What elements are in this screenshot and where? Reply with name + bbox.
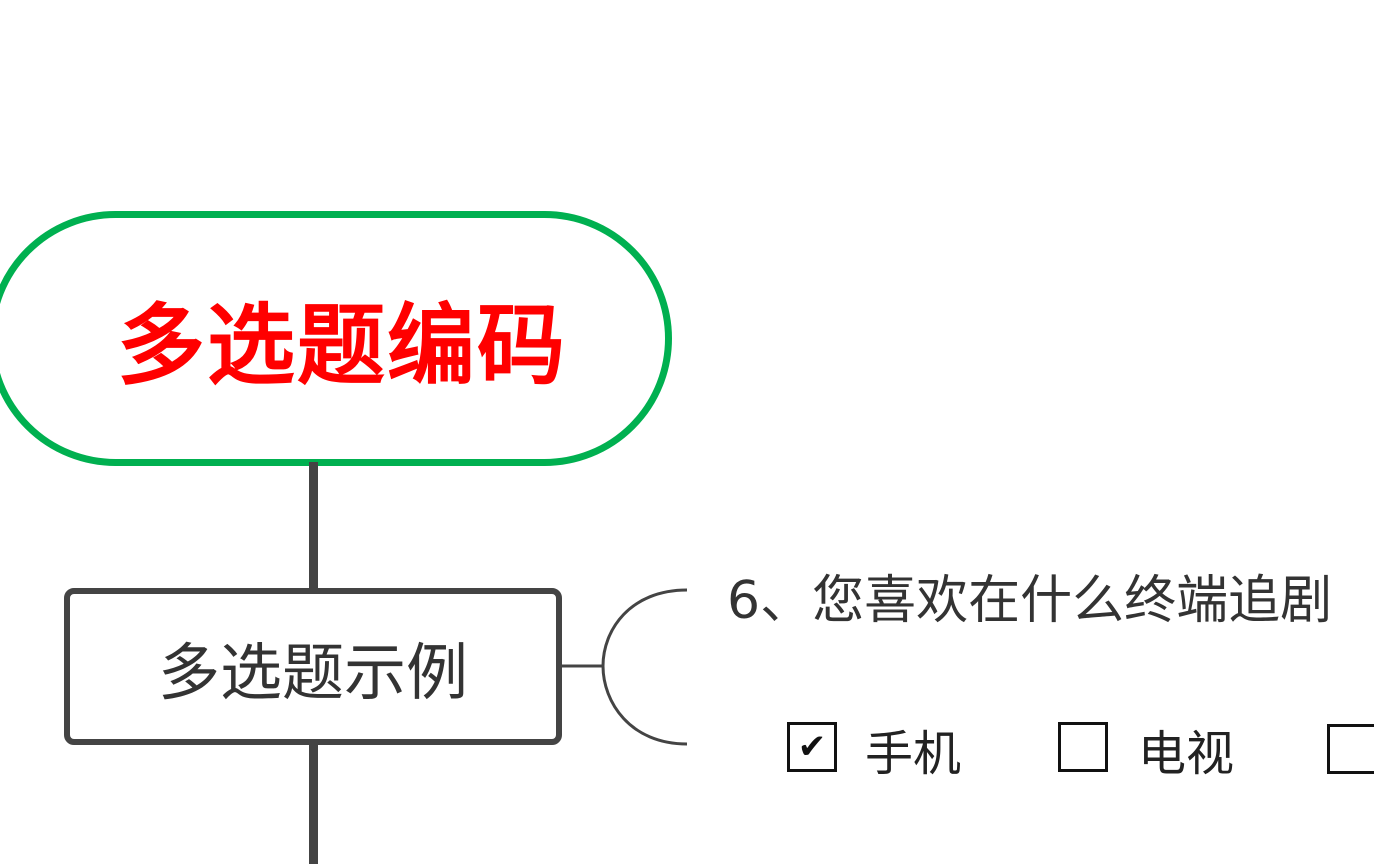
checkbox-option-1[interactable]: ✔	[787, 722, 837, 772]
root-node[interactable]: 多选题编码	[0, 211, 672, 466]
connector-line	[309, 462, 318, 590]
child-node[interactable]: 多选题示例	[64, 588, 562, 745]
option-label-1: 手机	[865, 726, 962, 782]
check-icon: ✔	[797, 727, 827, 767]
question-text: 6、您喜欢在什么终端追剧	[727, 571, 1333, 631]
connector-line-down	[309, 744, 318, 864]
child-node-label: 多选题示例	[157, 635, 468, 709]
option-label-2: 电视	[1138, 726, 1235, 782]
checkbox-option-2[interactable]	[1058, 722, 1108, 772]
checkbox-option-3[interactable]	[1327, 724, 1374, 774]
root-node-label: 多选题编码	[116, 294, 567, 397]
